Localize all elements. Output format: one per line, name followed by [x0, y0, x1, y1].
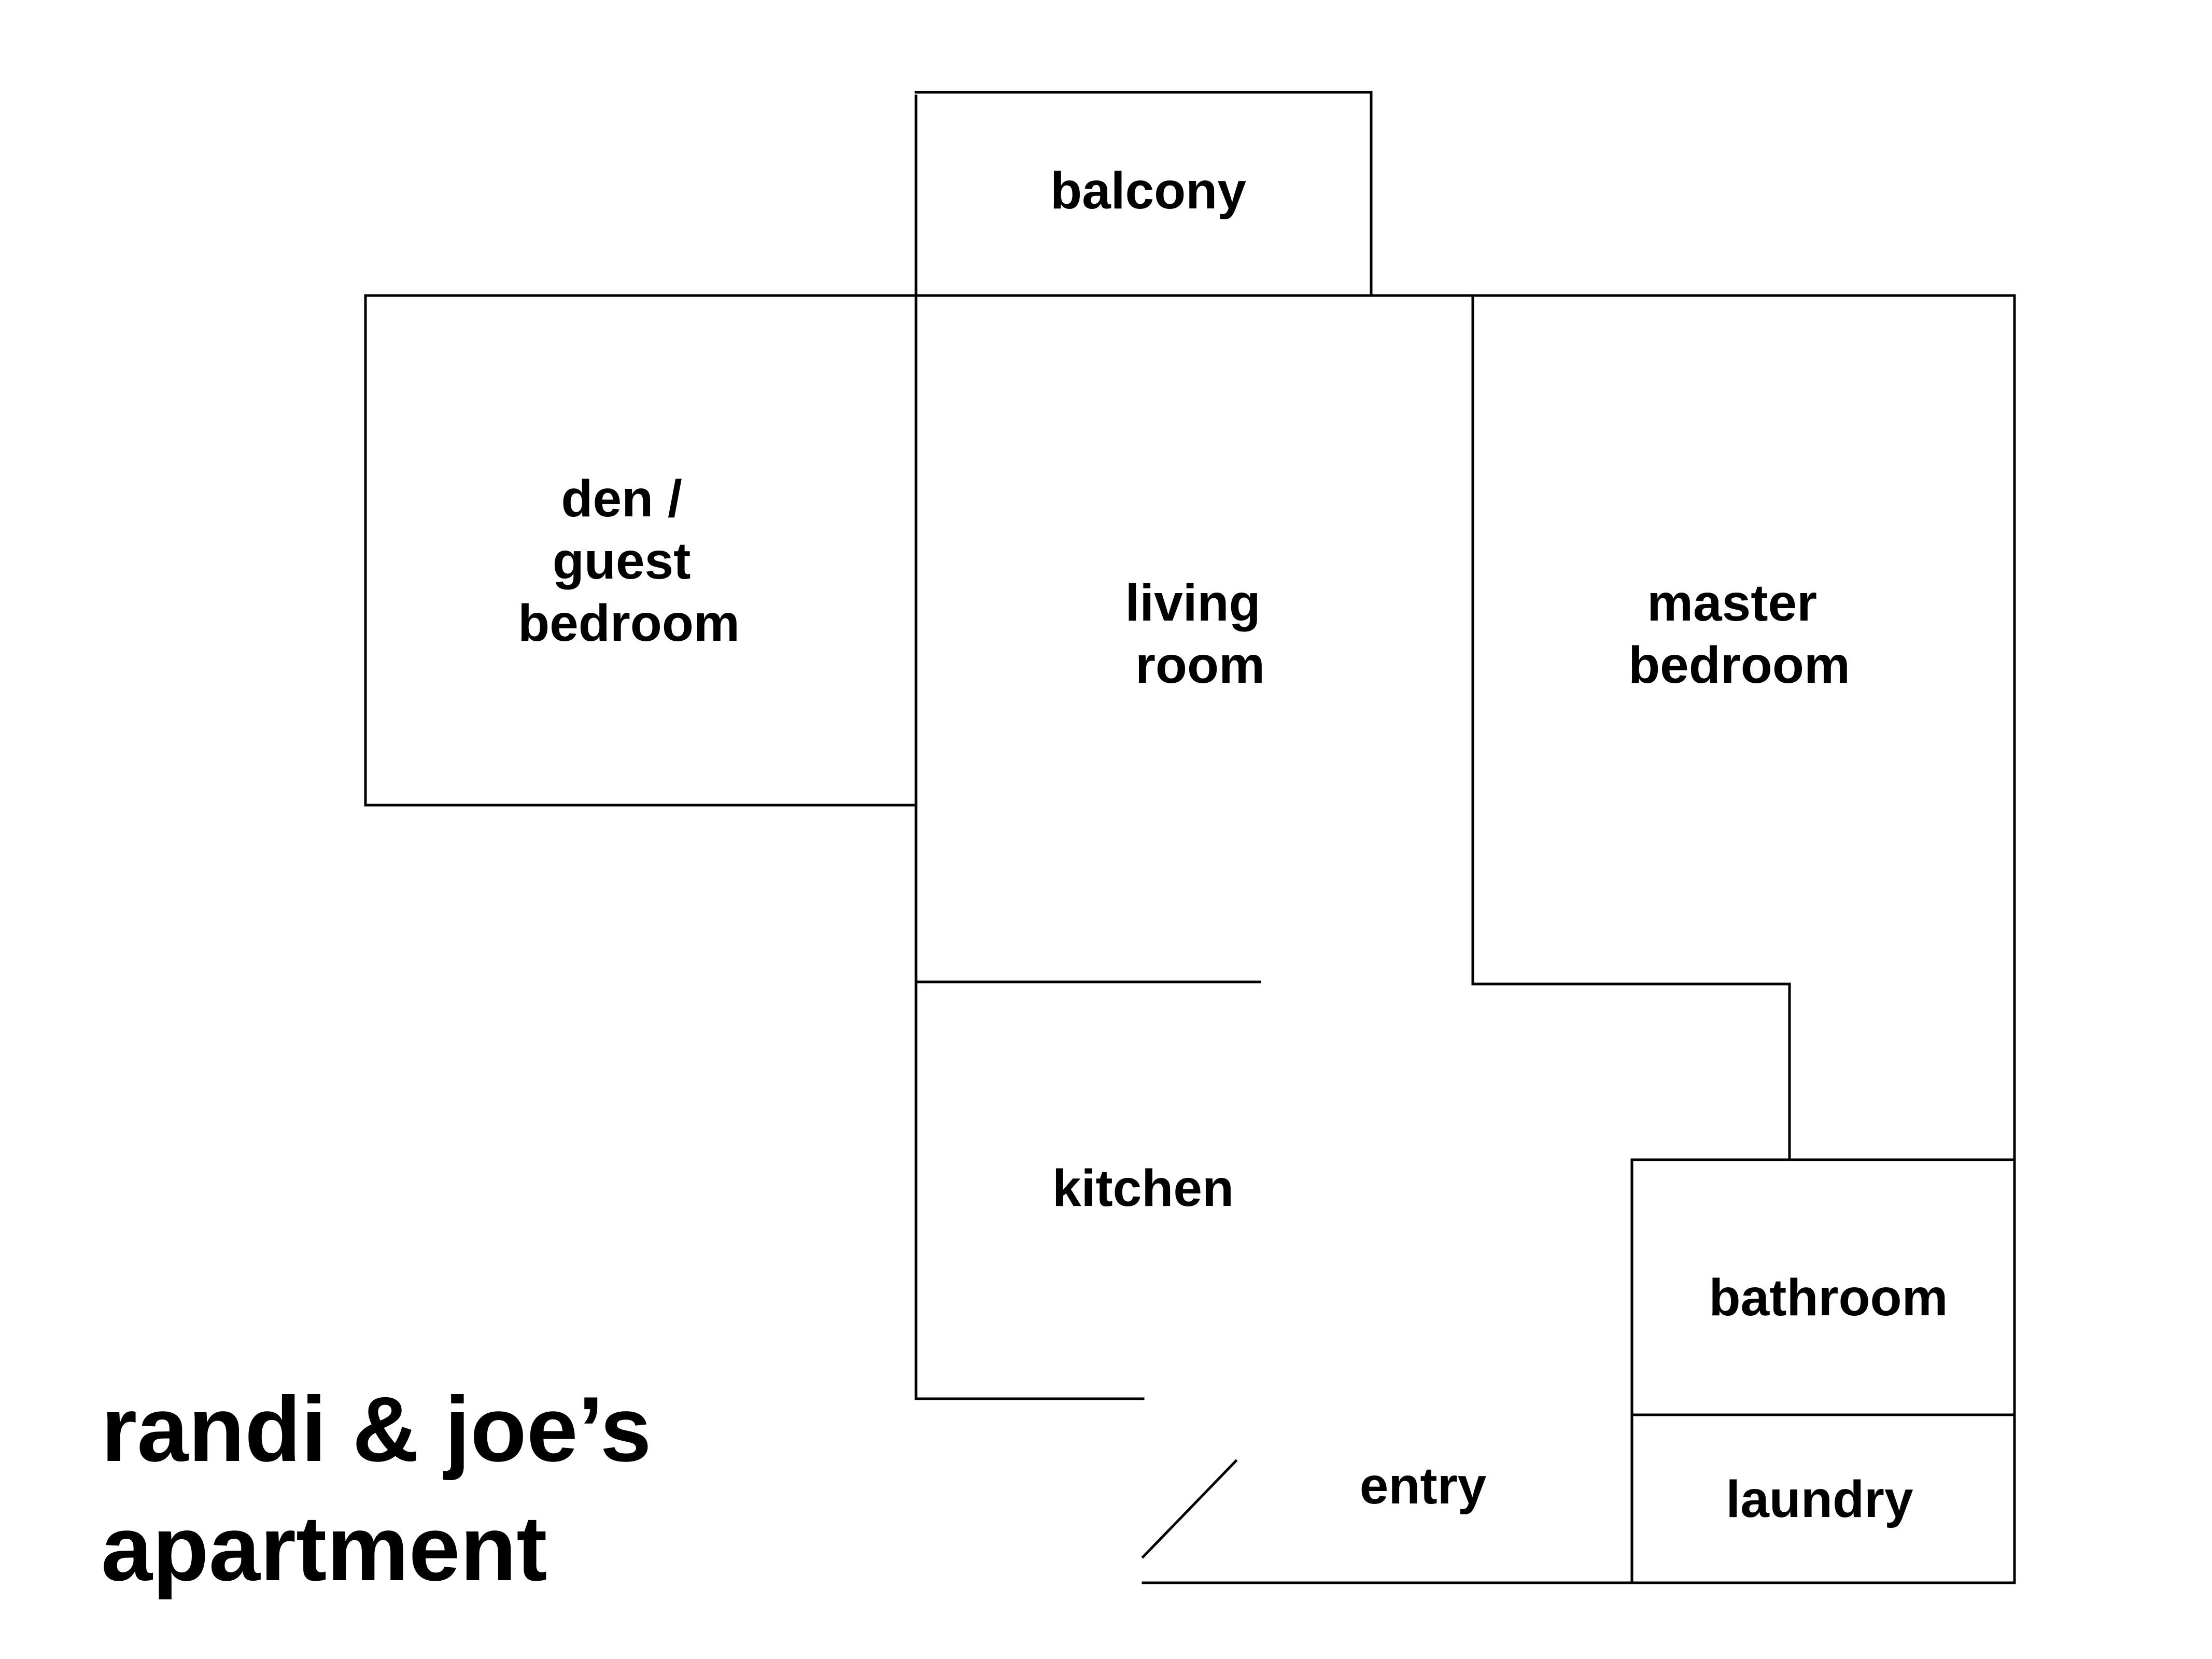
entry-door	[1141, 1459, 1238, 1559]
label-line: living	[1125, 574, 1261, 632]
label-line: master	[1647, 574, 1817, 632]
label-line: guest	[553, 532, 691, 590]
room-label-bathroom: bathroom	[1709, 1269, 1948, 1327]
label-line: room	[1135, 636, 1265, 694]
title-line-2: apartment	[101, 1497, 547, 1600]
label-line: bedroom	[1628, 636, 1850, 694]
room-label-laundry: laundry	[1726, 1470, 1913, 1528]
title-line-1: randi & joe’s	[101, 1377, 652, 1481]
diagram-title: randi & joe’s apartment	[101, 1377, 652, 1600]
room-labels: balcony den / guest bedroom living room …	[518, 162, 1948, 1528]
label-line: bedroom	[518, 594, 740, 652]
label-line: den /	[561, 470, 682, 528]
label-line: balcony	[1050, 162, 1246, 220]
label-line: kitchen	[1052, 1159, 1234, 1217]
label-line: entry	[1360, 1457, 1487, 1515]
room-label-master-bedroom: master bedroom	[1628, 574, 1850, 694]
label-line: laundry	[1726, 1470, 1913, 1528]
room-label-living-room: living room	[1125, 574, 1275, 694]
room-label-entry: entry	[1360, 1457, 1487, 1515]
room-label-balcony: balcony	[1050, 162, 1246, 220]
room-label-den: den / guest bedroom	[518, 470, 740, 652]
label-line: bathroom	[1709, 1269, 1948, 1327]
walls	[364, 91, 2016, 1584]
room-label-kitchen: kitchen	[1052, 1159, 1234, 1217]
